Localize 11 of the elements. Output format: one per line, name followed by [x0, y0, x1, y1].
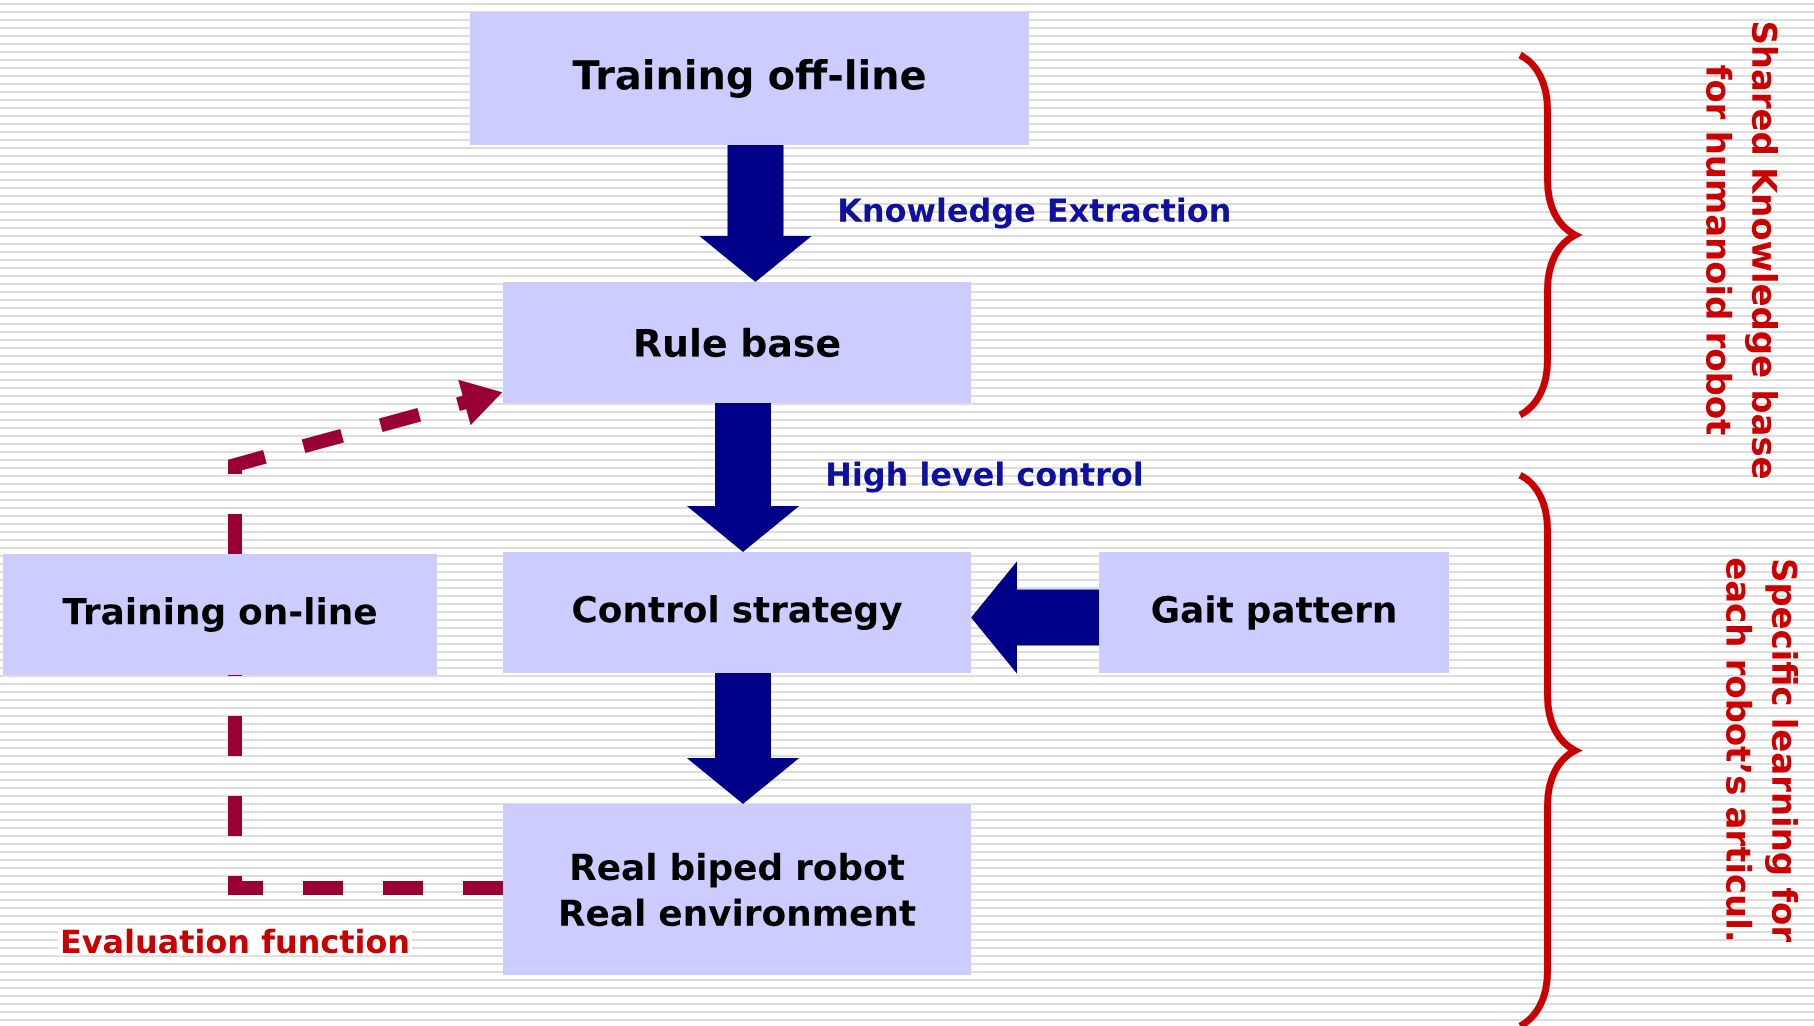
side-note: Specific learning for each robot’s articul. [1726, 558, 1799, 942]
process-box: Gait pattern [1099, 552, 1449, 673]
process-box: Training off-line [470, 12, 1029, 145]
edge-label: Evaluation function [62, 928, 408, 954]
process-box: Training on-line [3, 554, 437, 675]
edge-label: Knowledge Extraction [840, 197, 1229, 229]
process-box: Rule base [503, 282, 971, 403]
edge-label: High level control [828, 461, 1142, 493]
side-note: Shared Knowledge base for humanoid robot [1706, 22, 1779, 478]
process-box: Control strategy [503, 552, 971, 673]
process-box: Real biped robot Real environment [503, 804, 971, 975]
